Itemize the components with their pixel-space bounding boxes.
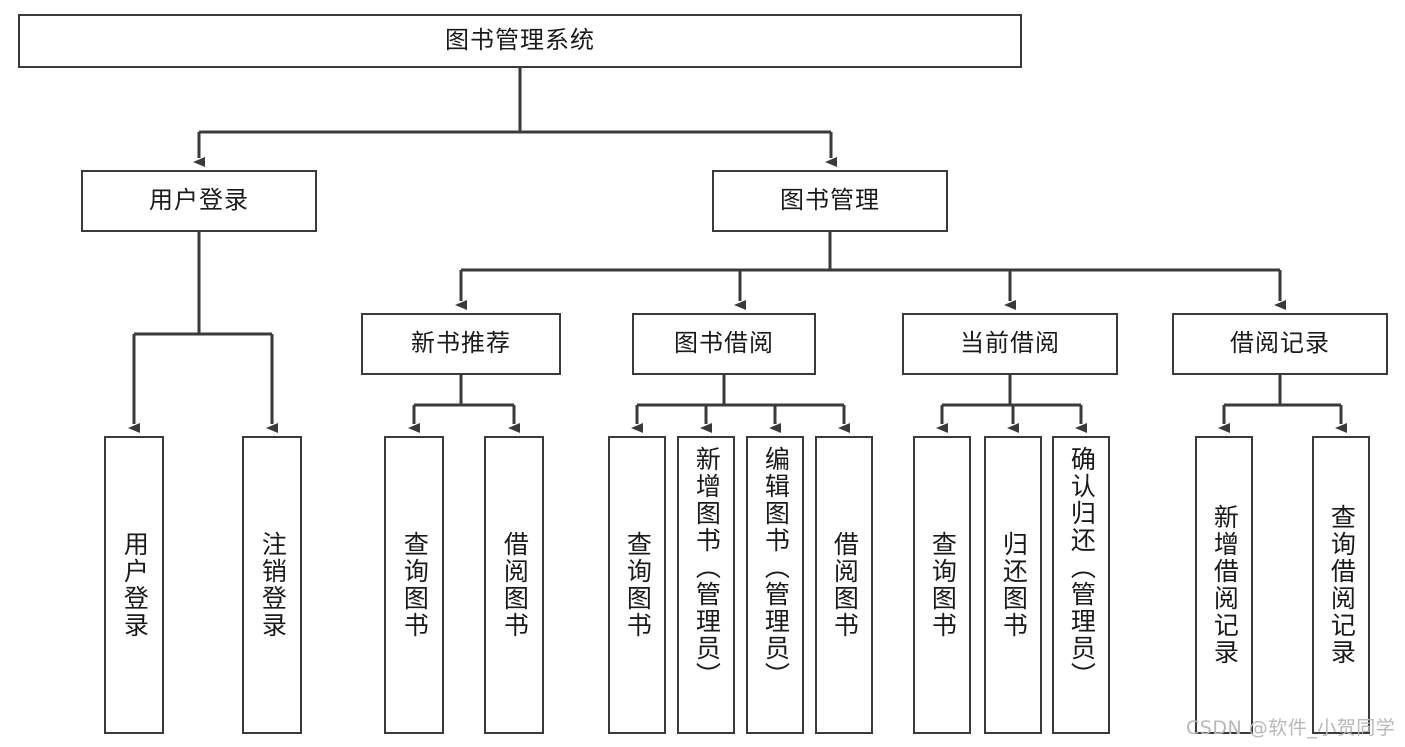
node-book-manage[interactable]: 图书管理 xyxy=(712,170,948,232)
node-leaf-borrow-book-1-label: 借阅图书 xyxy=(500,531,530,639)
node-root[interactable]: 图书管理系统 xyxy=(18,14,1022,68)
node-leaf-confirm-return[interactable]: 确认归还（管理员） xyxy=(1052,436,1110,734)
node-borrow-record[interactable]: 借阅记录 xyxy=(1172,313,1388,375)
node-new-book-rec[interactable]: 新书推荐 xyxy=(361,313,561,375)
node-leaf-query-book-1[interactable]: 查询图书 xyxy=(384,436,444,734)
node-leaf-add-record-label: 新增借阅记录 xyxy=(1210,504,1240,666)
node-leaf-add-book[interactable]: 新增图书（管理员） xyxy=(677,436,735,734)
node-root-label: 图书管理系统 xyxy=(445,26,595,55)
node-leaf-logout-label: 注销登录 xyxy=(258,531,288,639)
node-book-borrow-label: 图书借阅 xyxy=(674,329,774,358)
node-leaf-borrow-book-2-label: 借阅图书 xyxy=(830,531,860,639)
node-user-login[interactable]: 用户登录 xyxy=(81,170,317,232)
node-leaf-query-record[interactable]: 查询借阅记录 xyxy=(1312,436,1370,734)
node-leaf-edit-book[interactable]: 编辑图书（管理员） xyxy=(746,436,804,734)
node-leaf-edit-book-label: 编辑图书（管理员） xyxy=(761,446,791,689)
node-leaf-add-record[interactable]: 新增借阅记录 xyxy=(1195,436,1253,734)
node-leaf-query-book-2-label: 查询图书 xyxy=(623,531,653,639)
node-book-borrow[interactable]: 图书借阅 xyxy=(632,313,816,375)
node-leaf-user-login-label: 用户登录 xyxy=(120,531,150,639)
node-borrow-record-label: 借阅记录 xyxy=(1230,329,1330,358)
node-leaf-return-book-label: 归还图书 xyxy=(999,531,1029,639)
node-leaf-user-login[interactable]: 用户登录 xyxy=(104,436,164,734)
node-leaf-query-book-2[interactable]: 查询图书 xyxy=(608,436,666,734)
node-leaf-logout[interactable]: 注销登录 xyxy=(242,436,302,734)
node-leaf-query-record-label: 查询借阅记录 xyxy=(1327,504,1357,666)
node-leaf-query-book-1-label: 查询图书 xyxy=(400,531,430,639)
node-leaf-confirm-return-label: 确认归还（管理员） xyxy=(1067,446,1097,689)
node-leaf-borrow-book-1[interactable]: 借阅图书 xyxy=(484,436,544,734)
node-leaf-borrow-book-2[interactable]: 借阅图书 xyxy=(815,436,873,734)
node-leaf-add-book-label: 新增图书（管理员） xyxy=(692,446,722,689)
node-current-borrow-label: 当前借阅 xyxy=(960,329,1060,358)
node-current-borrow[interactable]: 当前借阅 xyxy=(902,313,1118,375)
node-leaf-return-book[interactable]: 归还图书 xyxy=(984,436,1042,734)
node-new-book-rec-label: 新书推荐 xyxy=(411,329,511,358)
watermark-text: CSDN @软件_小贺同学 xyxy=(1186,717,1396,739)
node-user-login-label: 用户登录 xyxy=(149,186,249,215)
node-book-manage-label: 图书管理 xyxy=(780,186,880,215)
node-leaf-query-book-3[interactable]: 查询图书 xyxy=(913,436,971,734)
node-leaf-query-book-3-label: 查询图书 xyxy=(928,531,958,639)
